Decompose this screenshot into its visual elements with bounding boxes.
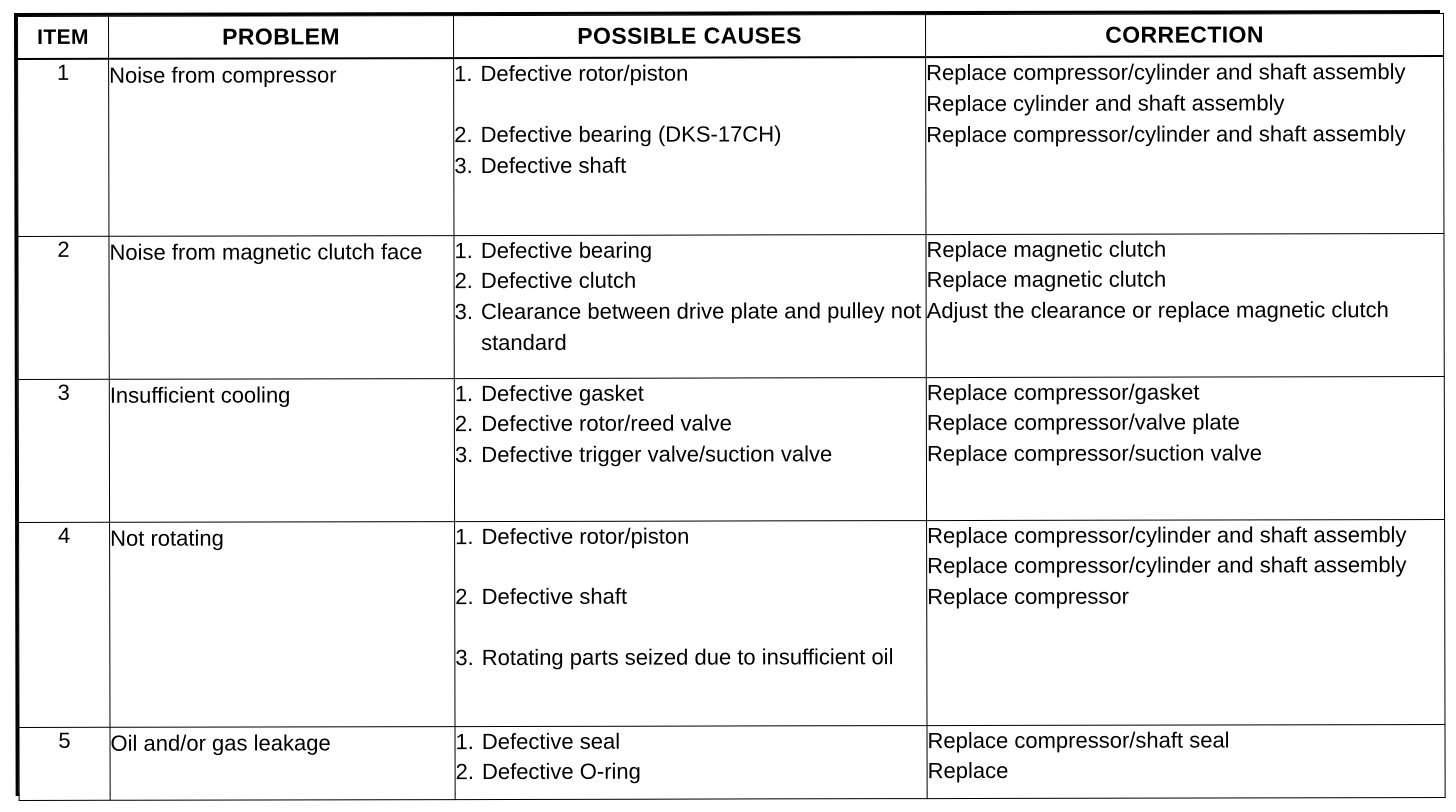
correction-item: Replace compressor/cylinder and shaft as… xyxy=(927,521,1407,548)
cause-text: Defective shaft xyxy=(480,152,627,178)
correction-list: Replace compressor/cylinder and shaft as… xyxy=(926,57,1443,150)
cause-list: 1. Defective rotor/piston 2. Defective b… xyxy=(454,58,925,181)
column-header-item: ITEM xyxy=(17,16,109,59)
cause-item: 2. Defective clutch xyxy=(455,265,926,297)
cause-text: Defective rotor/piston xyxy=(481,523,690,549)
cause-item: 1. Defective rotor/piston xyxy=(454,58,925,90)
cause-text: Defective O-ring xyxy=(481,758,641,785)
cause-item: 3. Defective shaft xyxy=(454,150,925,182)
cell-correction: Replace compressor/gasket Replace compre… xyxy=(926,376,1445,521)
cell-item: 5 xyxy=(18,726,111,800)
correction-item: Replace cylinder and shaft assembly xyxy=(926,90,1285,116)
cause-text: Defective bearing xyxy=(480,237,653,263)
cell-problem: Oil and/or gas leakage xyxy=(109,726,456,800)
cause-number: 2. xyxy=(455,584,474,610)
cell-possible-causes: 1. Defective bearing 2. Defective clutch… xyxy=(453,234,927,379)
cell-correction: Replace compressor/shaft seal Replace xyxy=(926,724,1446,799)
correction-list: Replace magnetic clutch Replace magnetic… xyxy=(926,234,1443,327)
cell-possible-causes: 1. Defective rotor/piston 2. Defective b… xyxy=(453,57,926,236)
cause-item: 3. Clearance between drive plate and pul… xyxy=(455,296,926,359)
troubleshooting-table: ITEM PROBLEM POSSIBLE CAUSES CORRECTION … xyxy=(17,13,1446,800)
correction-item: Replace compressor/cylinder and shaft as… xyxy=(926,59,1406,86)
cause-number: 3. xyxy=(455,645,474,671)
cell-problem: Noise from magnetic clutch face xyxy=(108,235,455,379)
cause-number: 3. xyxy=(454,442,474,468)
cause-item: 3. Rotating parts seized due to insuffic… xyxy=(455,642,926,674)
cause-number: 2. xyxy=(454,121,473,147)
cell-possible-causes: 1. Defective gasket 2. Defective rotor/r… xyxy=(454,377,927,522)
correction-list: Replace compressor/cylinder and shaft as… xyxy=(927,520,1444,613)
cause-item: 1. Defective seal xyxy=(455,726,926,758)
column-header-correction: CORRECTION xyxy=(925,13,1444,58)
correction-item: Replace compressor/gasket xyxy=(926,379,1200,405)
correction-item: Replace compressor/shaft seal xyxy=(927,726,1230,753)
cause-list: 1. Defective rotor/piston 2. Defective s… xyxy=(455,521,926,674)
cause-item: 1. Defective gasket xyxy=(455,378,926,410)
cause-text: Clearance between drive plate and pulley… xyxy=(480,298,922,355)
cause-number: 1. xyxy=(454,61,473,87)
cell-correction: Replace compressor/cylinder and shaft as… xyxy=(926,519,1445,726)
cause-text: Defective shaft xyxy=(481,584,628,610)
cause-text: Defective trigger valve/suction valve xyxy=(481,441,833,468)
cause-text: Defective rotor/reed valve xyxy=(481,410,732,437)
correction-item: Replace compressor/valve plate xyxy=(926,409,1240,436)
correction-item: Replace xyxy=(927,758,1009,784)
cell-correction: Replace compressor/cylinder and shaft as… xyxy=(925,56,1444,235)
table-row: 2 Noise from magnetic clutch face 1. Def… xyxy=(17,233,1445,379)
cell-problem: Insufficient cooling xyxy=(109,378,455,522)
correction-item: Replace compressor/suction valve xyxy=(926,440,1262,467)
cell-possible-causes: 1. Defective seal 2. Defective O-ring xyxy=(454,725,928,800)
cause-number: 1. xyxy=(455,728,474,754)
cause-item: 2. Defective bearing (DKS-17CH) xyxy=(454,119,925,151)
table-header-row: ITEM PROBLEM POSSIBLE CAUSES CORRECTION xyxy=(17,13,1444,59)
cell-item: 4 xyxy=(18,521,110,727)
table-row: 4 Not rotating 1. Defective rotor/piston… xyxy=(18,519,1445,727)
cause-item: 1. Defective rotor/piston xyxy=(455,521,926,553)
cell-item: 2 xyxy=(17,235,110,379)
cell-item: 3 xyxy=(18,378,110,522)
cell-correction: Replace magnetic clutch Replace magnetic… xyxy=(925,233,1445,378)
correction-item: Replace compressor xyxy=(927,583,1130,610)
correction-list: Replace compressor/shaft seal Replace xyxy=(927,725,1444,788)
correction-item: Replace compressor/cylinder and shaft as… xyxy=(926,120,1406,147)
cause-number: 1. xyxy=(454,380,474,406)
table-row: 5 Oil and/or gas leakage 1. Defective se… xyxy=(18,724,1446,800)
correction-item: Replace magnetic clutch xyxy=(926,266,1167,293)
cause-item: 2. Defective O-ring xyxy=(456,756,927,788)
cause-text: Defective rotor/piston xyxy=(480,60,689,87)
troubleshooting-table-frame: ITEM PROBLEM POSSIBLE CAUSES CORRECTION … xyxy=(14,10,1446,800)
cell-item: 1 xyxy=(17,58,109,236)
correction-list: Replace compressor/gasket Replace compre… xyxy=(927,377,1444,470)
cause-number: 3. xyxy=(454,299,474,325)
cause-list: 1. Defective seal 2. Defective O-ring xyxy=(455,726,926,789)
table-row: 1 Noise from compressor 1. Defective rot… xyxy=(17,56,1444,236)
cause-list: 1. Defective bearing 2. Defective clutch… xyxy=(454,235,925,359)
cause-number: 2. xyxy=(454,268,473,294)
cause-text: Defective bearing (DKS-17CH) xyxy=(480,121,782,147)
cause-number: 1. xyxy=(455,523,474,549)
cause-number: 3. xyxy=(454,152,473,178)
correction-item: Replace compressor/cylinder and shaft as… xyxy=(927,552,1407,579)
table-row: 3 Insufficient cooling 1. Defective gask… xyxy=(18,376,1445,522)
cell-problem: Noise from compressor xyxy=(108,58,454,236)
cause-text: Rotating parts seized due to insufficien… xyxy=(481,644,894,671)
column-header-possible-causes: POSSIBLE CAUSES xyxy=(453,14,926,59)
column-header-problem: PROBLEM xyxy=(108,15,454,59)
cell-possible-causes: 1. Defective rotor/piston 2. Defective s… xyxy=(454,520,927,727)
correction-item: Replace magnetic clutch xyxy=(926,236,1167,262)
cause-item: 2. Defective shaft xyxy=(455,581,926,613)
cell-problem: Not rotating xyxy=(109,521,455,727)
cause-number: 2. xyxy=(455,759,474,785)
cause-item: 1. Defective bearing xyxy=(454,235,925,267)
cause-list: 1. Defective gasket 2. Defective rotor/r… xyxy=(455,378,926,471)
cause-text: Defective clutch xyxy=(480,267,637,294)
cause-item: 2. Defective rotor/reed valve xyxy=(455,408,926,440)
cause-text: Defective gasket xyxy=(481,380,644,406)
cause-number: 1. xyxy=(454,237,473,263)
cause-item: 3. Defective trigger valve/suction valve xyxy=(455,439,926,471)
cause-number: 2. xyxy=(454,411,474,437)
cause-text: Defective seal xyxy=(481,728,621,754)
correction-item: Adjust the clearance or replace magnetic… xyxy=(926,297,1389,324)
